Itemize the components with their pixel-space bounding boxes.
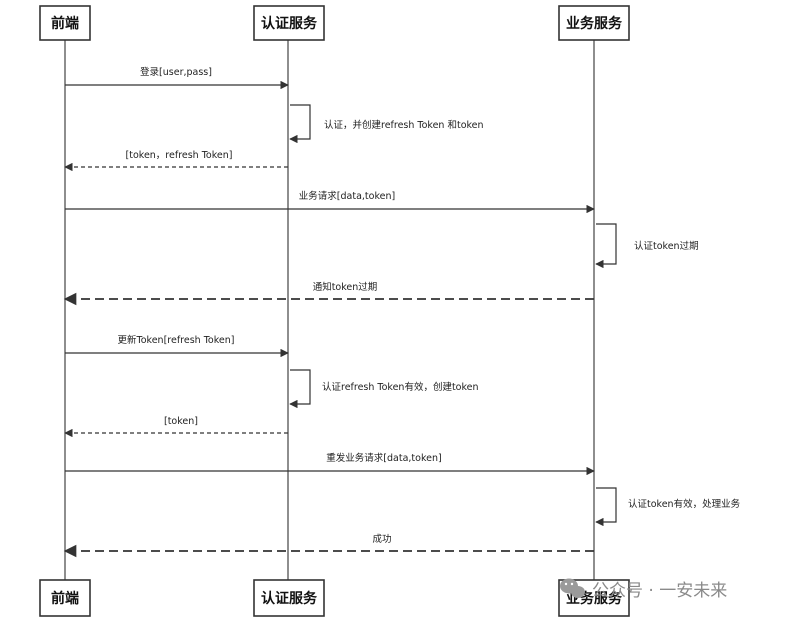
message-return-new-token: [token]	[64, 416, 288, 438]
self-message-arrow	[289, 104, 311, 144]
message-return-tokens: [token，refresh Token]	[64, 150, 288, 172]
participant-auth-top: 认证服务	[253, 5, 325, 41]
message-notify-expired: 通知token过期	[63, 281, 594, 306]
message-label: 认证，并创建refresh Token 和token	[324, 119, 484, 131]
message-label: 通知token过期	[313, 281, 378, 293]
participant-label: 认证服务	[261, 15, 318, 32]
participants-bottom: 前端 认证服务 业务服务	[39, 579, 630, 617]
self-message-arrow	[595, 223, 617, 269]
wechat-icon	[560, 578, 585, 598]
message-label: 认证refresh Token有效，创建token	[322, 381, 479, 393]
message-label: 成功	[372, 533, 391, 545]
watermark: 公众号 · 一安未来	[560, 578, 727, 601]
message-label: 更新Token[refresh Token]	[118, 334, 235, 346]
participant-label: 前端	[51, 590, 79, 607]
message-label: [token，refresh Token]	[126, 150, 233, 161]
participant-auth-bottom: 认证服务	[253, 579, 325, 617]
message-auth-create: 认证，并创建refresh Token 和token	[289, 104, 484, 144]
message-label: 登录[user,pass]	[140, 67, 212, 78]
self-message-arrow	[595, 487, 617, 527]
message-login: 登录[user,pass]	[65, 67, 289, 90]
message-label: 重发业务请求[data,token]	[326, 452, 441, 464]
participants-top: 前端 认证服务 业务服务	[39, 5, 630, 41]
message-verify-expired: 认证token过期	[595, 223, 699, 269]
messages: 登录[user,pass] 认证，并创建refresh Token 和token…	[63, 67, 741, 558]
message-success: 成功	[63, 533, 594, 558]
message-label: 认证token有效，处理业务	[628, 498, 741, 510]
message-verify-refresh: 认证refresh Token有效，创建token	[289, 369, 479, 409]
message-business-request: 业务请求[data,token]	[65, 190, 595, 214]
self-message-arrow	[289, 369, 311, 409]
message-verify-valid: 认证token有效，处理业务	[595, 487, 741, 527]
participant-business-top: 业务服务	[558, 5, 630, 41]
participant-frontend-bottom: 前端	[39, 579, 91, 617]
message-refresh-token: 更新Token[refresh Token]	[65, 334, 289, 358]
participant-label: 前端	[51, 15, 79, 32]
participant-label: 业务服务	[566, 15, 623, 32]
message-label: [token]	[164, 416, 198, 427]
message-resend-request: 重发业务请求[data,token]	[65, 452, 595, 476]
message-label: 认证token过期	[634, 240, 699, 252]
watermark-text: 公众号 · 一安未来	[592, 581, 727, 601]
lifelines	[64, 40, 595, 580]
participant-frontend-top: 前端	[39, 5, 91, 41]
message-label: 业务请求[data,token]	[299, 190, 395, 202]
participant-label: 认证服务	[261, 590, 318, 607]
